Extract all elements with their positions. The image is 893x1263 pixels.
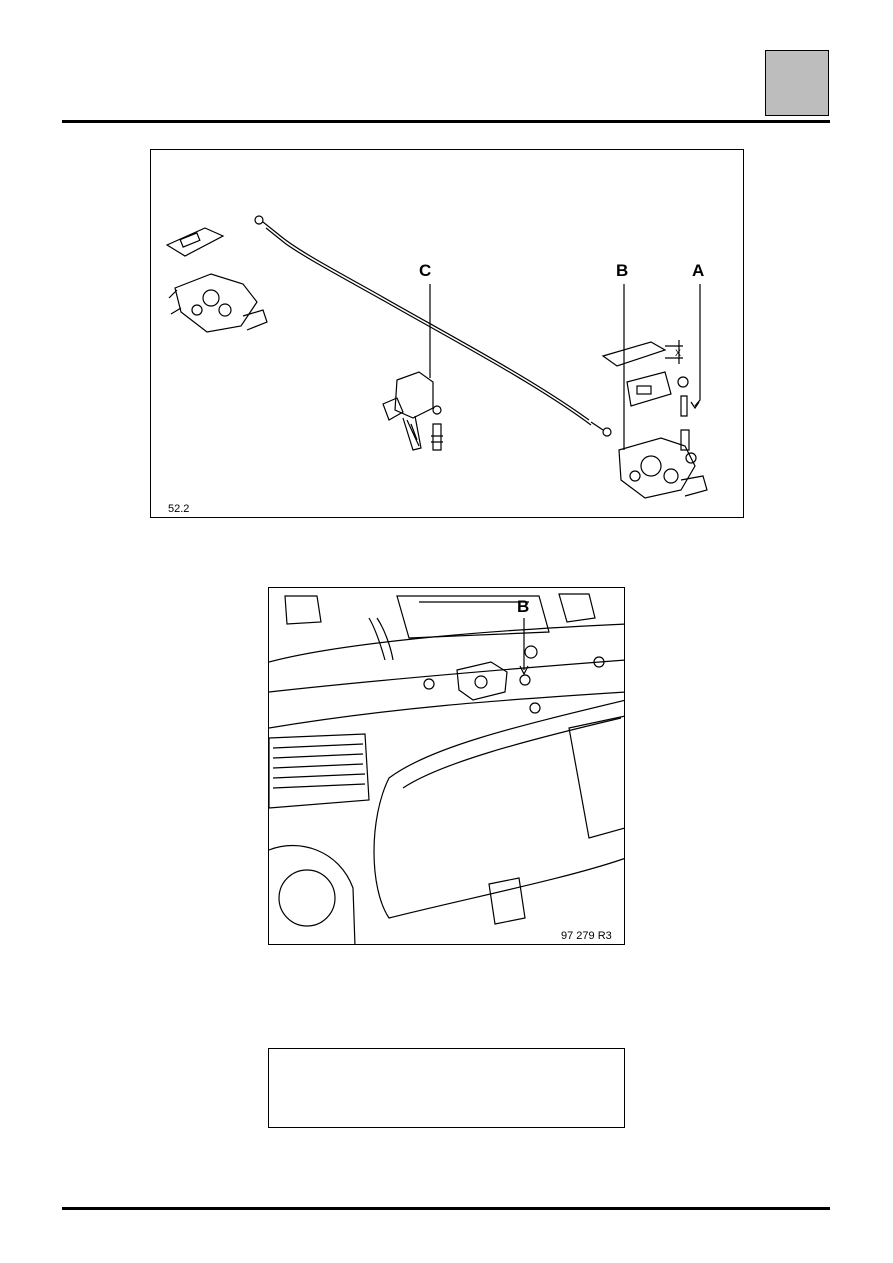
chapter-tab-box bbox=[765, 50, 829, 116]
safety-catch bbox=[394, 371, 434, 419]
cable bbox=[262, 221, 590, 421]
cable-end-right bbox=[602, 427, 612, 437]
callout-a: A bbox=[692, 261, 705, 280]
callout-c: C bbox=[419, 261, 432, 280]
left-latch-body bbox=[174, 273, 258, 333]
figure-reference: 97 279 R3 bbox=[561, 930, 612, 942]
leader-a bbox=[694, 284, 701, 407]
headlamp bbox=[373, 699, 624, 919]
dimension-label: X bbox=[675, 348, 682, 358]
left-plate bbox=[165, 227, 225, 257]
header-rule bbox=[62, 120, 830, 123]
cable-end-left bbox=[254, 215, 264, 225]
cross-member bbox=[269, 623, 624, 663]
note-box bbox=[268, 1048, 625, 1128]
engine-bay-drawing bbox=[269, 593, 624, 944]
callout-b: B bbox=[517, 597, 530, 616]
right-mid-plate bbox=[626, 371, 672, 407]
left-plate-slot bbox=[179, 232, 201, 248]
callout-b: B bbox=[616, 261, 629, 280]
figure-engine-bay: B 97 279 R3 bbox=[268, 587, 625, 945]
footer-rule bbox=[62, 1207, 830, 1210]
right-upper-plate bbox=[601, 341, 667, 367]
figure-exploded-view: C B A X 52.2 bbox=[150, 149, 744, 518]
bonnet-lock bbox=[456, 661, 508, 701]
right-latch-body bbox=[618, 437, 696, 499]
figure-reference: 52.2 bbox=[168, 503, 190, 515]
center-bolt bbox=[432, 423, 442, 451]
exploded-drawing bbox=[165, 215, 708, 499]
